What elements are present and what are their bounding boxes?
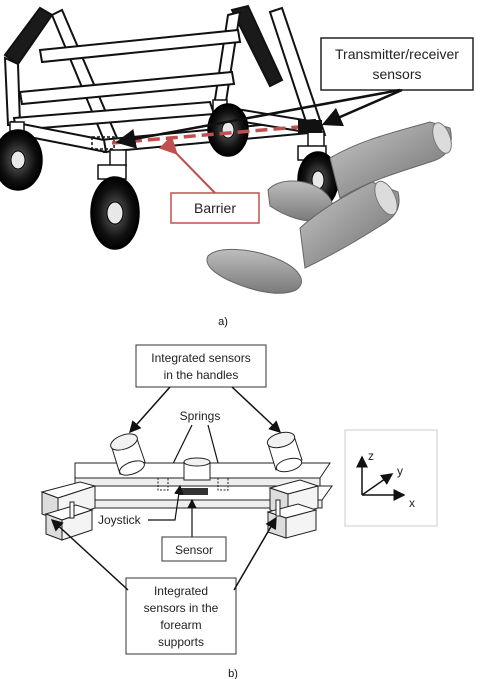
frame-bottom-rail-back (14, 102, 214, 130)
callout-transmitter-line1: Transmitter/receiver (335, 46, 459, 62)
axes-box (345, 430, 437, 526)
callout-barrier-label: Barrier (194, 200, 236, 216)
arrow-to-handle-right (232, 387, 280, 432)
caster-wheel-rear-right (208, 100, 248, 156)
panel-b: Integrated sensors in the handles Spring… (42, 345, 437, 679)
frame-leg-left-rear (5, 58, 20, 125)
arrow-to-barrier (175, 152, 215, 193)
leg-left-foot (207, 249, 302, 293)
callout-handles-line2: in the handles (164, 368, 239, 382)
axis-label-z: z (368, 449, 374, 463)
label-joystick: Joystick (98, 513, 142, 527)
caption-panel-b: b) (228, 668, 238, 679)
axis-label-y: y (397, 464, 403, 478)
arrow-to-forearm-right (234, 518, 276, 590)
label-springs: Springs (180, 409, 221, 423)
caster-wheel-front-left (91, 150, 139, 249)
joystick-cylinder (184, 458, 210, 480)
arrow-to-handle-left (130, 387, 170, 432)
callout-transmitter-line2: sensors (372, 66, 421, 82)
callout-sensor-label: Sensor (175, 543, 213, 557)
callout-forearm-line4: supports (158, 635, 204, 649)
callout-forearm-line3: forearm (160, 618, 201, 632)
arrow-to-right-sensor (324, 90, 402, 124)
panel-a: Transmitter/receiver sensors Barrier a) (0, 6, 473, 328)
frame-leg-left (52, 10, 120, 150)
callout-forearm-line1: Integrated (154, 584, 208, 598)
caption-panel-a: a) (218, 316, 228, 328)
frame-lower-crossbar (20, 72, 234, 104)
force-sensor (178, 488, 208, 495)
frame-leg-right-inner (214, 12, 240, 108)
sensor-transmitter-right (298, 120, 322, 133)
callout-handles-line1: Integrated sensors (151, 351, 250, 365)
callout-forearm-line2: sensors in the (144, 601, 219, 615)
axis-label-x: x (409, 496, 415, 510)
